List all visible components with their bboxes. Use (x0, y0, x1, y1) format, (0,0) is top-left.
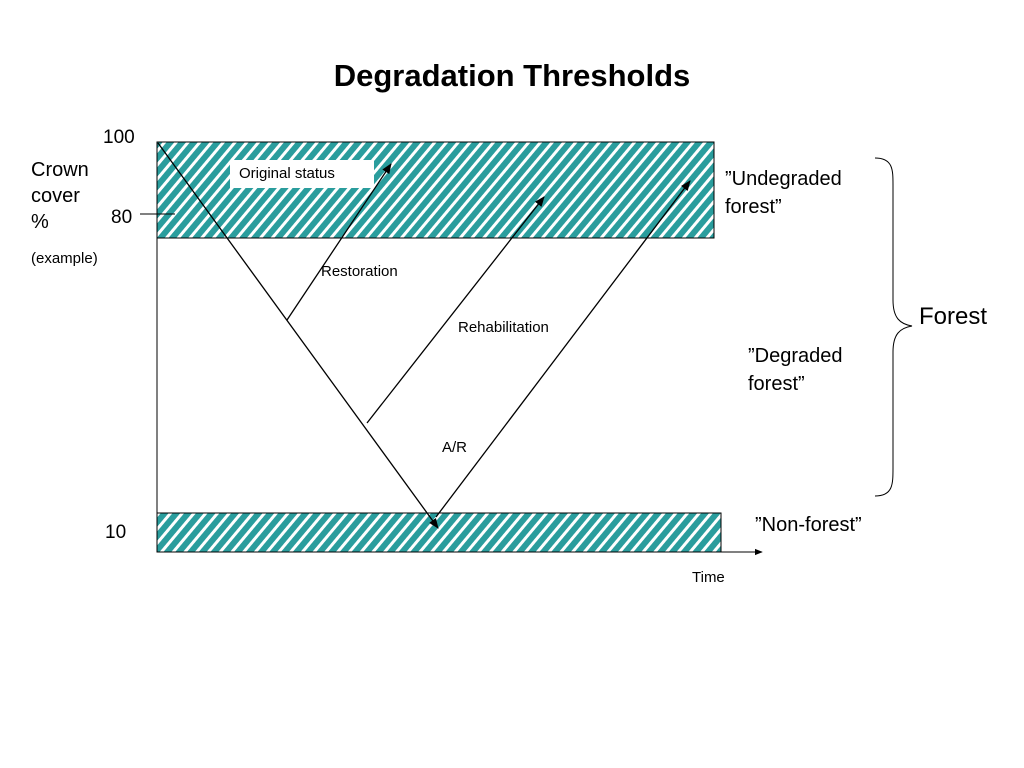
forest-brace (874, 157, 913, 497)
tick-label-10: 10 (105, 522, 127, 543)
degraded-line-1: ”Degraded (748, 345, 843, 367)
rehabilitation-arrow (366, 196, 545, 424)
degraded-line-2: forest” (748, 373, 805, 395)
y-axis-label-line-2: cover (31, 185, 80, 207)
ar-arrow (435, 180, 691, 518)
restoration-arrow (286, 163, 392, 321)
undegraded-forest-label: ”Undegraded forest” (725, 165, 875, 221)
y-axis-note: (example) (31, 250, 98, 267)
degraded-forest-label: ”Degraded forest” (748, 342, 898, 398)
x-axis-label: Time (692, 569, 725, 586)
nonforest-label: ”Non-forest” (755, 514, 862, 536)
tick-label-100: 100 (103, 127, 135, 148)
y-axis-label-line-1: Crown (31, 159, 89, 181)
nonforest-band (156, 512, 722, 553)
undegraded-band (156, 141, 715, 239)
page-title: Degradation Thresholds (333, 58, 691, 93)
y-axis-label-line-3: % (31, 211, 49, 233)
y-axis-label: Crown cover % (31, 157, 111, 235)
ar-label: A/R (442, 439, 468, 456)
restoration-label: Restoration (321, 263, 398, 280)
rehabilitation-label: Rehabilitation (458, 319, 549, 336)
original-status-box: Original status (230, 160, 374, 188)
undegraded-line-1: ”Undegraded (725, 168, 842, 190)
undegraded-line-2: forest” (725, 196, 782, 218)
tick-label-80: 80 (111, 207, 133, 228)
forest-label: Forest (919, 303, 988, 330)
degradation-arrow (157, 142, 439, 529)
